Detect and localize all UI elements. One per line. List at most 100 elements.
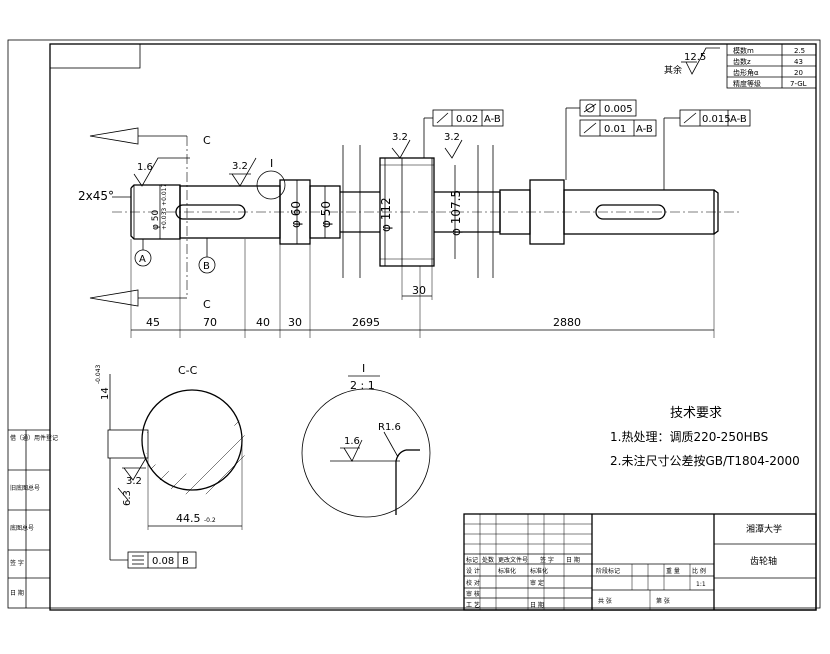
datum-b-label: B bbox=[203, 261, 210, 272]
cut-label-bottom: C bbox=[203, 298, 211, 311]
tb-school: 湘潭大学 bbox=[746, 523, 782, 535]
tol-5-value: 0.08 bbox=[152, 556, 174, 567]
tb-stage: 阶段标记 bbox=[596, 567, 620, 575]
rest-roughness-value: 12.5 bbox=[684, 52, 706, 63]
tol-4-value: 0.015 bbox=[702, 114, 731, 125]
param-value-4: 7-GL bbox=[790, 80, 807, 88]
roughness-2: 3.2 bbox=[232, 161, 248, 172]
cut-label-top: C bbox=[203, 134, 211, 147]
tb-row2-2: 标准化 bbox=[530, 567, 548, 575]
dim-44-5: 44.5 bbox=[176, 512, 201, 525]
title-block: 标记 处数 更改文件号 签 字 日 期 设 计 标准化 标准化 校 对 审 定 … bbox=[463, 513, 817, 611]
shaft-main-view bbox=[112, 145, 740, 278]
param-label-3: 齿形角α bbox=[733, 68, 759, 77]
dim-2695: 2695 bbox=[352, 316, 380, 329]
rest-label: 其余 bbox=[664, 64, 682, 76]
param-label-1: 模数m bbox=[733, 46, 754, 55]
tol-frame-2: 0.005 0.01 A-B bbox=[565, 99, 657, 180]
tb-sheet-b: 第 张 bbox=[656, 597, 670, 605]
dim-r16: R1.6 bbox=[378, 422, 401, 433]
roughness-marks: 1.6 3.2 3.2 3.2 bbox=[133, 132, 463, 187]
tech-requirements: 技术要求 1.热处理：调质220-250HBS 2.未注尺寸公差按GB/T180… bbox=[610, 406, 800, 468]
tol-4-datum: A-B bbox=[730, 114, 747, 125]
detail-view: I 2 : 1 1.6 R1.6 bbox=[301, 362, 431, 518]
tol-3-value: 0.01 bbox=[604, 124, 626, 135]
roughness-4: 3.2 bbox=[444, 132, 460, 143]
dimension-chain: 45 70 40 30 2695 2880 30 bbox=[130, 234, 715, 338]
param-value-2: 43 bbox=[794, 58, 803, 66]
dim-30a: 30 bbox=[288, 316, 302, 329]
detail-mark-label: I bbox=[270, 157, 273, 170]
roughness-1: 1.6 bbox=[137, 162, 153, 173]
tb-part-name: 齿轮轴 bbox=[750, 555, 777, 567]
tech-item-2: 2.未注尺寸公差按GB/T1804-2000 bbox=[610, 453, 800, 468]
tb-row5-1: 日 期 bbox=[530, 601, 544, 609]
tol-5-datum: B bbox=[182, 556, 189, 567]
tb-row3-0: 校 对 bbox=[466, 579, 480, 587]
tb-row2-0: 设 计 bbox=[466, 567, 480, 575]
roughness-3: 3.2 bbox=[392, 132, 408, 143]
tech-title: 技术要求 bbox=[670, 406, 722, 421]
tb-row4-0: 审 核 bbox=[466, 590, 480, 598]
dia-5: φ 107.5 bbox=[449, 190, 463, 236]
roughness-6: 1.6 bbox=[344, 436, 360, 447]
tb-row1-1: 处数 bbox=[482, 556, 494, 564]
left-strip: 借（通）用件登记 旧底图总号 底图总号 签 字 日 期 bbox=[8, 429, 58, 608]
dim-40: 40 bbox=[256, 316, 270, 329]
param-label-2: 齿数z bbox=[733, 57, 751, 66]
tb-ratio: 比 例 bbox=[692, 567, 706, 575]
dia-4: φ 112 bbox=[379, 197, 393, 232]
tb-ratio-val: 1:1 bbox=[696, 581, 706, 588]
roughness-5: 3.2 bbox=[126, 476, 142, 487]
tb-sheet-a: 共 张 bbox=[598, 597, 612, 605]
section-cc: C-C 14 -0.043 44.5 -0.2 3.2 bbox=[95, 364, 246, 569]
strip-label-3: 底图总号 bbox=[10, 524, 34, 532]
chamfer-label: 2x45° bbox=[78, 189, 131, 203]
dim-44-5-tol: -0.2 bbox=[204, 517, 216, 524]
section-arrows: C C bbox=[89, 127, 211, 311]
dim-30b: 30 bbox=[412, 284, 426, 297]
strip-label-1: 借（通）用件登记 bbox=[10, 434, 58, 442]
gear-param-table: 模数m 2.5 齿数z 43 齿形角α 20 精度等级 7-GL bbox=[726, 43, 817, 89]
dim-6-3: 6.3 bbox=[122, 490, 133, 506]
tb-row1-0: 标记 bbox=[466, 556, 478, 564]
datum-a-label: A bbox=[139, 254, 146, 265]
tol-2-value: 0.005 bbox=[604, 104, 633, 115]
top-left-box bbox=[49, 43, 141, 69]
strip-label-4: 签 字 bbox=[10, 559, 24, 567]
tb-weight: 重 量 bbox=[666, 567, 680, 575]
dim-2880: 2880 bbox=[553, 316, 581, 329]
tb-row5-0: 工 艺 bbox=[466, 601, 480, 609]
tb-row1-4: 日 期 bbox=[566, 556, 580, 564]
param-value-3: 20 bbox=[794, 69, 803, 77]
tb-row1-3: 签 字 bbox=[540, 556, 554, 564]
dim-14: 14 bbox=[100, 387, 111, 400]
outer-border bbox=[7, 39, 821, 609]
dim-70: 70 bbox=[203, 316, 217, 329]
chamfer-text: 2x45° bbox=[78, 189, 114, 203]
tb-row2-1: 标准化 bbox=[498, 567, 516, 575]
tech-item-1: 1.热处理：调质220-250HBS bbox=[610, 430, 768, 444]
tol-3-datum: A-B bbox=[636, 124, 653, 135]
param-label-4: 精度等级 bbox=[733, 79, 761, 88]
detail-mark: I bbox=[256, 157, 286, 200]
dia-3: φ 50 bbox=[319, 201, 333, 228]
dia-2: φ 60 bbox=[289, 201, 303, 228]
param-value-1: 2.5 bbox=[794, 47, 805, 55]
tol-frame-4: 0.015 A-B bbox=[663, 109, 751, 190]
tol-1-datum: A-B bbox=[484, 114, 501, 125]
dia-1: φ 50 bbox=[151, 209, 161, 230]
dia-1-tol: +0.033 +0.017 bbox=[161, 184, 168, 230]
datum-a: A bbox=[134, 239, 152, 267]
inner-border bbox=[49, 43, 817, 611]
tol-frame-1: 0.02 A-B bbox=[423, 109, 504, 158]
strip-label-2: 旧底图总号 bbox=[10, 484, 40, 492]
section-title: C-C bbox=[178, 364, 198, 377]
tb-row1-2: 更改文件号 bbox=[498, 556, 528, 564]
datum-b: B bbox=[198, 238, 216, 274]
tb-row3-1: 审 定 bbox=[530, 579, 544, 587]
diameter-labels: φ 50 +0.033 +0.017 φ 60 φ 50 φ 112 φ 107… bbox=[151, 158, 463, 266]
dim-14-tol: -0.043 bbox=[95, 364, 102, 384]
rest-roughness: 其余 12.5 bbox=[664, 47, 720, 76]
